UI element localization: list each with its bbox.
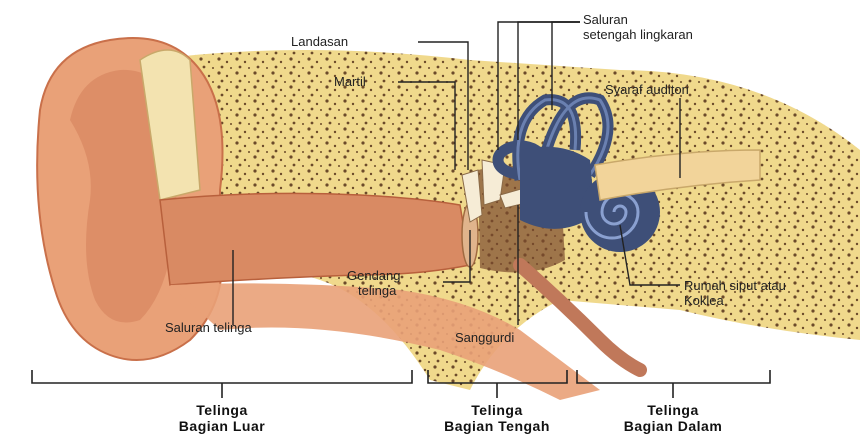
section-tengah-line1: Telinga xyxy=(412,402,582,418)
section-tengah-line2: Bagian Tengah xyxy=(412,418,582,434)
label-saluran-telinga: Saluran telinga xyxy=(165,320,252,335)
label-gendang-line1: Gendang xyxy=(347,268,401,283)
section-dalam-line2: Bagian Dalam xyxy=(593,418,753,434)
section-telinga-luar: Telinga Bagian Luar xyxy=(152,402,292,434)
label-syaraf-auditori: Syaraf auditori xyxy=(605,82,689,97)
label-martil: Martil xyxy=(334,74,366,89)
ear-canal xyxy=(160,193,470,285)
label-sanggurdi: Sanggurdi xyxy=(455,330,514,345)
section-telinga-dalam: Telinga Bagian Dalam xyxy=(593,402,753,434)
label-rumah-siput-line2: Koklea xyxy=(684,293,724,308)
label-landasan: Landasan xyxy=(291,34,348,49)
label-saluran-setengah-line2: setengah lingkaran xyxy=(583,27,693,42)
label-saluran-setengah-line1: Saluran xyxy=(583,12,628,27)
section-telinga-tengah: Telinga Bagian Tengah xyxy=(412,402,582,434)
section-luar-line2: Bagian Luar xyxy=(152,418,292,434)
label-gendang-line2: telinga xyxy=(358,283,396,298)
section-dalam-line1: Telinga xyxy=(593,402,753,418)
section-luar-line1: Telinga xyxy=(152,402,292,418)
section-brackets xyxy=(32,370,770,398)
label-rumah-siput-line1: Rumah siput atau xyxy=(684,278,786,293)
